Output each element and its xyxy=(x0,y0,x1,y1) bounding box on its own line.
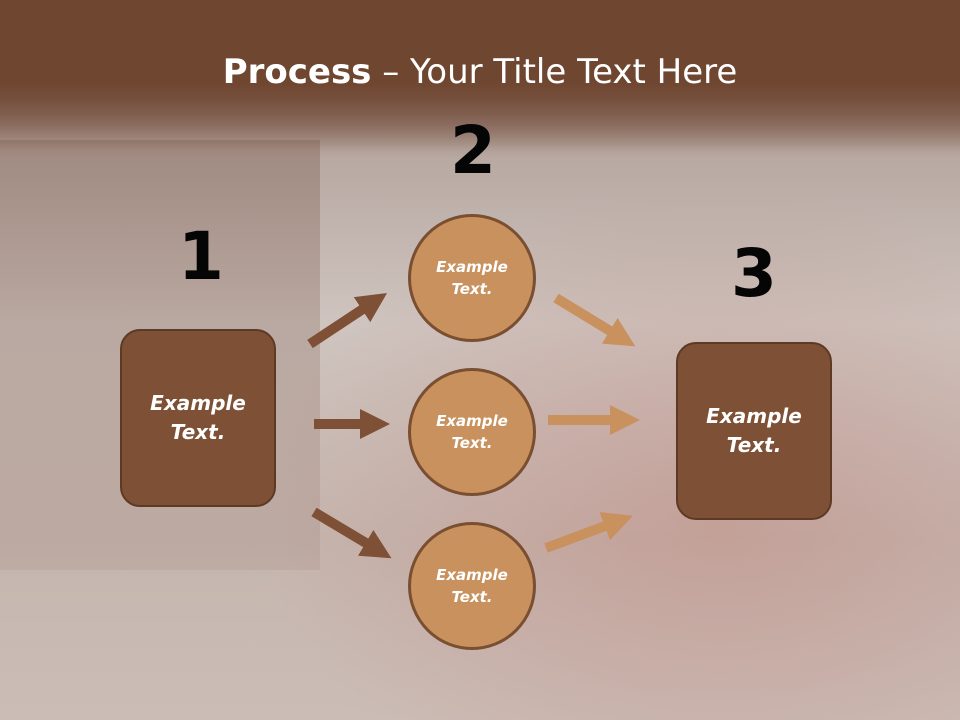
circle-2-line1: Example xyxy=(436,411,508,430)
step-3-box: Example Text. xyxy=(676,342,832,520)
step-2-circle-middle: Example Text. xyxy=(408,368,536,496)
step-1-line2: Text. xyxy=(170,420,226,444)
arrow-from-circle-3 xyxy=(544,512,633,553)
title-rest: – Your Title Text Here xyxy=(371,52,738,92)
step-3-line2: Text. xyxy=(726,433,782,457)
step-1-line1: Example xyxy=(150,391,246,415)
step-2-circle-bottom: Example Text. xyxy=(408,522,536,650)
circle-1-line2: Text. xyxy=(451,280,493,298)
circle-3-line1: Example xyxy=(436,565,508,584)
step-number-2: 2 xyxy=(450,112,496,189)
step-number-3: 3 xyxy=(731,235,777,312)
arrow-to-circle-1 xyxy=(307,293,388,349)
arrow-to-circle-3 xyxy=(311,507,392,559)
arrow-from-circle-1 xyxy=(553,293,636,347)
step-number-1: 1 xyxy=(178,218,224,295)
slide-title: Process – Your Title Text Here xyxy=(0,52,960,92)
step-3-line1: Example xyxy=(706,404,802,428)
circle-1-line1: Example xyxy=(436,257,508,276)
title-bold: Process xyxy=(222,52,372,92)
circle-2-line2: Text. xyxy=(451,434,493,452)
step-1-box: Example Text. xyxy=(120,329,276,507)
circle-3-line2: Text. xyxy=(451,588,493,606)
step-2-circle-top: Example Text. xyxy=(408,214,536,342)
title-banner xyxy=(0,0,960,150)
